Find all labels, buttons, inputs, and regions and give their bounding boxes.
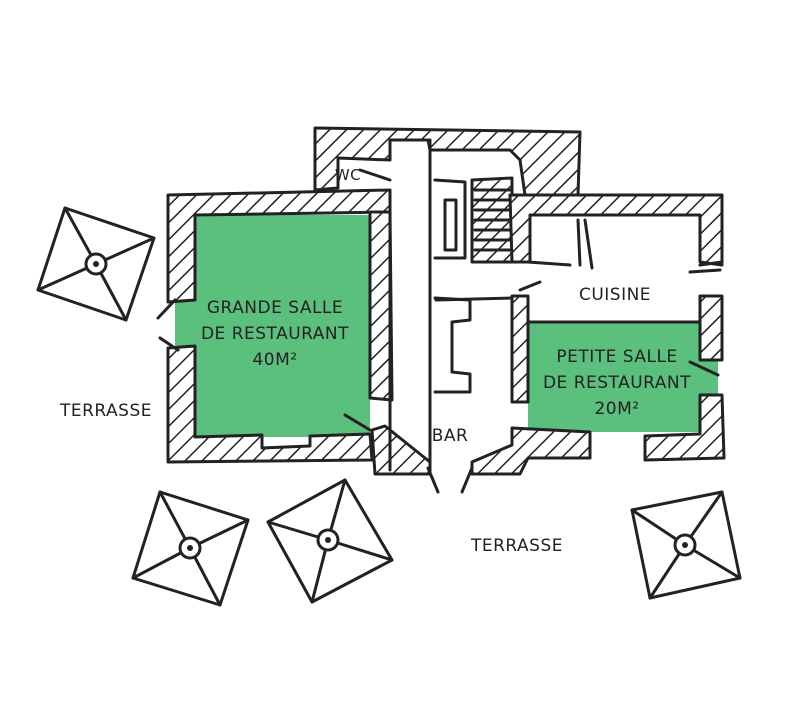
grande-salle-area-label: 40M² — [252, 350, 297, 370]
wc-label: WC — [335, 166, 361, 184]
terrasse-left-label: TERRASSE — [59, 401, 152, 421]
interior-lines — [156, 138, 724, 494]
cuisine-label: CUISINE — [579, 285, 651, 305]
left-wing-walls — [166, 188, 432, 476]
bar-label: BAR — [432, 426, 469, 446]
grande-salle-area — [175, 215, 370, 437]
terrasse-bottom-label: TERRASSE — [470, 536, 563, 556]
grande-salle-label-2: DE RESTAURANT — [201, 324, 349, 344]
grande-salle-label-1: GRANDE SALLE — [207, 298, 343, 318]
parasol-left — [36, 206, 156, 322]
petite-salle-label-1: PETITE SALLE — [556, 347, 677, 367]
parasol-bottom-1 — [131, 490, 250, 607]
parasol-bottom-2 — [266, 478, 394, 604]
petite-salle-area-label: 20M² — [594, 399, 639, 419]
parasol-bottom-right — [630, 490, 742, 600]
right-wing-walls — [470, 193, 726, 476]
petite-salle-label-2: DE RESTAURANT — [543, 373, 691, 393]
petite-salle-area — [528, 322, 718, 432]
